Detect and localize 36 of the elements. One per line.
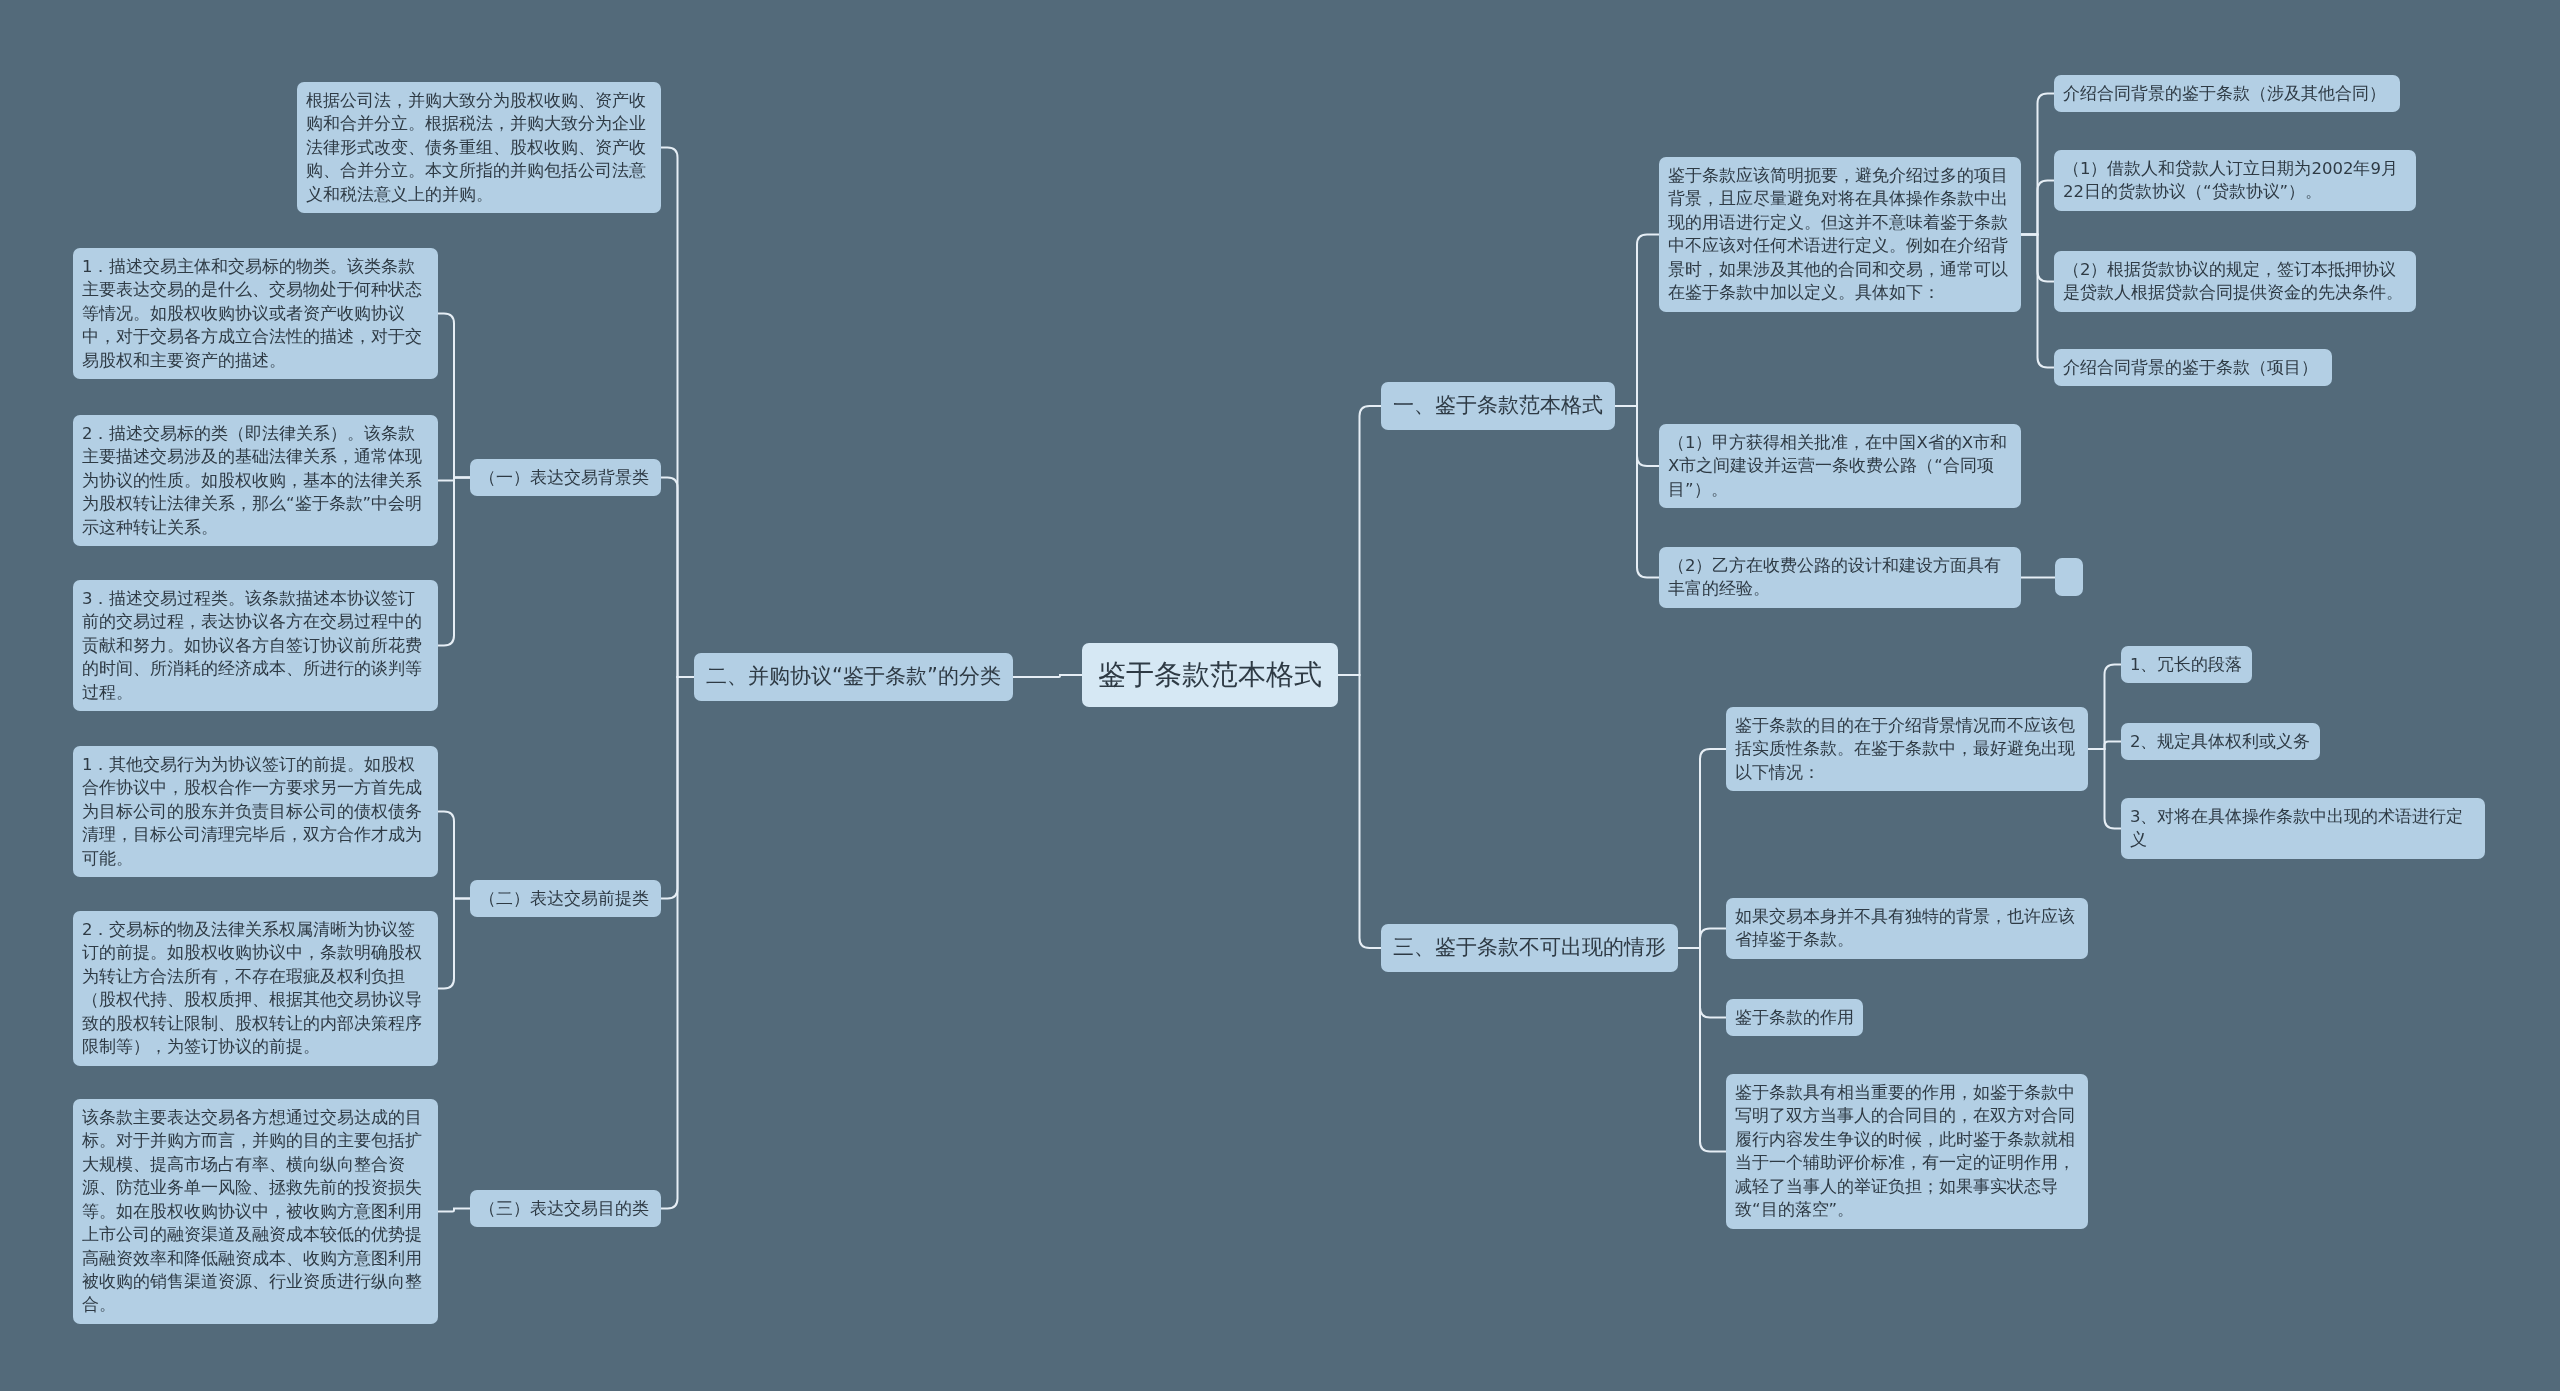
connector-line: [1614, 405, 1660, 579]
topic-box: （一）表达交易背景类: [470, 459, 661, 497]
topic-box: 2．描述交易标的类（即法律关系）。该条款主要描述交易涉及的基础法律关系，通常体现为协议的性质。如股权收购，基本的法律关系为股权转让法律关系，那么“鉴于条款”中会明示这种转让关系。: [73, 415, 438, 547]
topic-box: 该条款主要表达交易各方想通过交易达成的目标。对于并购方而言，并购的目的主要包括扩大规模、提高市场占有率、横向纵向整合资源、防范业务单一风险、拯救先前的投资损失等。如在股权收购协议中，被收购方意图利用上市公司的融资渠道及融资成本较低的优势提高融资效率和降低融资成本、收购方意图利用被收购的销售渠道资源、行业资质进行纵向整合。: [73, 1099, 438, 1324]
connector-line: [2020, 233, 2055, 369]
topic-box: 2．交易标的物及法律关系权属清晰为协议签订的前提。如股权收购协议中，条款明确股权为转让方合法所有，不存在瑕疵及权利负担（股权代持、股权质押、根据其他交易协议导致的股权转让限制、股权转让的内部决策程序限制等），为签订协议的前提。: [73, 911, 438, 1066]
topic-box: 如果交易本身并不具有独特的背景，也许应该省掉鉴于条款。: [1726, 898, 2088, 959]
topic-box: （2）根据货款协议的规定，签订本抵押协议是贷款人根据贷款合同提供资金的先决条件。: [2054, 251, 2416, 312]
topic-box: 介绍合同背景的鉴于条款（涉及其他合同）: [2054, 75, 2400, 113]
topic-box: 鉴于条款的作用: [1726, 999, 1863, 1037]
connector-line: [1337, 674, 1382, 949]
topic-box: 1、冗长的段落: [2121, 646, 2252, 684]
topic-box: 鉴于条款应该简明扼要，避免介绍过多的项目背景，且应尽量避免对将在具体操作条款中出现的用语进行定义。但这并不意味着鉴于条款中不应该对任何术语进行定义。例如在介绍背景时，如果涉及其他的合同和交易，通常可以在鉴于条款中加以定义。具体如下：: [1659, 157, 2021, 312]
connector-line: [2087, 748, 2122, 830]
branch-topic: 三、鉴于条款不可出现的情形: [1381, 924, 1678, 972]
topic-box: （二）表达交易前提类: [470, 880, 661, 918]
topic-box: （三）表达交易目的类: [470, 1190, 661, 1228]
central-topic: 鉴于条款范本格式: [1082, 643, 1338, 707]
topic-box: 1．描述交易主体和交易标的物类。该类条款主要表达交易的是什么、交易物处于何种状态等情况。如股权收购协议或者资产收购协议中，对于交易各方成立合法性的描述，对于交易股权和主要资产的描述。: [73, 248, 438, 380]
topic-box: 2、规定具体权利或义务: [2121, 723, 2320, 761]
topic-box: 1．其他交易行为为协议签订的前提。如股权合作协议中，股权合作一方要求另一方首先成为目标公司的股东并负责目标公司的债权债务清理，目标公司清理完毕后，双方合作才成为可能。: [73, 746, 438, 878]
topic-box: 鉴于条款的目的在于介绍背景情况而不应该包括实质性条款。在鉴于条款中，最好避免出现以下情况：: [1726, 707, 2088, 792]
topic-box: 鉴于条款具有相当重要的作用，如鉴于条款中写明了双方当事人的合同目的，在双方对合同履行内容发生争议的时候，此时鉴于条款就相当于一个辅助评价标准，有一定的证明作用，减轻了当事人的举证负担；如果事实状态导致“目的落空”。: [1726, 1074, 2088, 1229]
empty-box: [2055, 558, 2083, 596]
branch-topic: 二、并购协议“鉴于条款”的分类: [694, 653, 1013, 701]
connector-line: [2020, 576, 2056, 579]
topic-box: （2）乙方在收费公路的设计和建设方面具有丰富的经验。: [1659, 547, 2021, 608]
topic-box: （1）借款人和贷款人订立日期为2002年9月22日的货款协议（“贷款协议”）。: [2054, 150, 2416, 211]
connector-line: [1012, 674, 1083, 678]
topic-box: （1）甲方获得相关批准，在中国X省的X市和X市之间建设并运营一条收费公路（“合同项目”）。: [1659, 424, 2021, 509]
connector-line: [437, 1207, 471, 1213]
topic-box: 介绍合同背景的鉴于条款（项目）: [2054, 349, 2332, 387]
topic-box: 3．描述交易过程类。该条款描述本协议签订前的交易过程，表达协议各方在交易过程中的贡献和努力。如协议各方自签订协议前所花费的时间、所消耗的经济成本、所进行的谈判等过程。: [73, 580, 438, 712]
branch-topic: 一、鉴于条款范本格式: [1381, 382, 1615, 430]
topic-box: 根据公司法，并购大致分为股权收购、资产收购和合并分立。根据税法，并购大致分为企业法律形式改变、债务重组、股权收购、资产收购、合并分立。本文所指的并购包括公司法意义和税法意义上的并购。: [297, 82, 661, 214]
topic-box: 3、对将在具体操作条款中出现的术语进行定义: [2121, 798, 2485, 859]
